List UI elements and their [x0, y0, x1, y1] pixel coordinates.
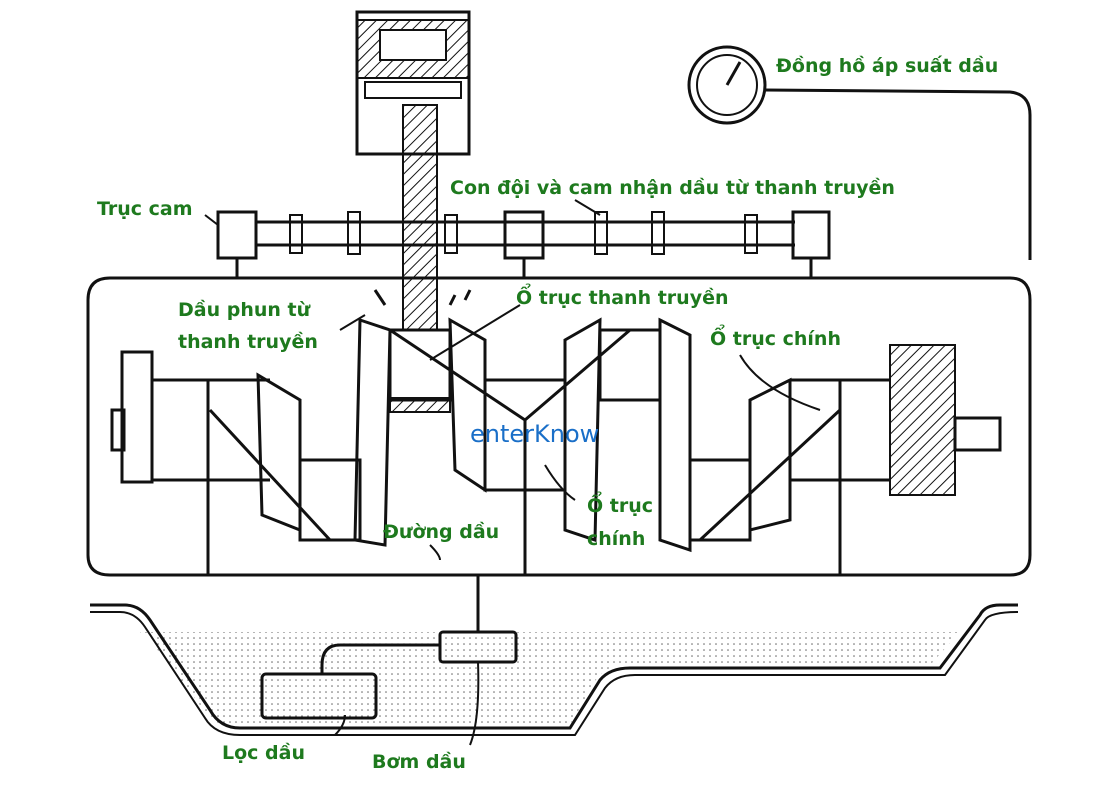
engine-block	[86, 276, 1032, 577]
piston	[355, 10, 471, 331]
oil-pan	[90, 575, 1019, 736]
label-oil-pump: Bơm dầu	[372, 751, 466, 773]
label-pressure-gauge: Đồng hồ áp suất dầu	[776, 55, 999, 77]
label-oil-spray-2: thanh truyền	[178, 331, 318, 353]
label-camshaft: Trục cam	[97, 198, 193, 220]
label-oil-spray-1: Dầu phun từ	[178, 299, 311, 321]
label-main-bearing-center-2: chính	[587, 528, 646, 550]
label-main-bearing-center-1: Ổ trục	[587, 495, 654, 517]
label-main-bearing-right: Ổ trục chính	[710, 328, 841, 350]
label-rod-bearing: Ổ trục thanh truyền	[516, 287, 729, 309]
label-oil-passage: Đường dầu	[383, 521, 500, 543]
leader-lines	[204, 199, 821, 746]
watermark-logo: enterKnow	[470, 420, 600, 448]
pressure-gauge-icon	[687, 45, 1032, 260]
label-lifters-cams: Con đội và cam nhận dầu từ thanh truyền	[450, 177, 895, 199]
label-oil-filter: Lọc dầu	[222, 742, 305, 764]
camshaft	[216, 210, 831, 278]
crankshaft	[110, 317, 1002, 575]
